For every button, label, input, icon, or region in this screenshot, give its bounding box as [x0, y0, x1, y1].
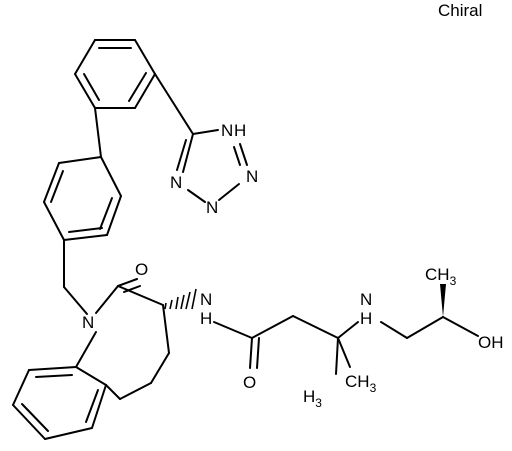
atom-labels: N H N N N O N N H O N H OH CH3 H3 CH3: [82, 121, 504, 410]
bond: [239, 143, 248, 166]
atom-n-lactam: N: [82, 313, 94, 332]
bond: [251, 315, 294, 339]
ch3-left-text: H: [303, 387, 315, 406]
bond: [213, 321, 253, 339]
bond: [335, 337, 339, 375]
bond: [233, 146, 241, 166]
bond: [99, 197, 113, 230]
bond: [105, 384, 121, 400]
chiral-flag: Chiral: [438, 1, 483, 20]
bond: [182, 133, 194, 173]
atom-n-amide: N: [200, 290, 212, 309]
bond: [119, 382, 152, 400]
bond: [117, 285, 164, 306]
bond: [43, 201, 65, 241]
bond: [28, 366, 77, 371]
bond: [442, 316, 479, 337]
bond: [106, 195, 122, 236]
atom-oh: OH: [478, 333, 504, 352]
atom-n-tetrazole-nh: N: [221, 121, 233, 140]
atom-o-amide: O: [243, 373, 256, 392]
stereo-bonds: [164, 284, 446, 317]
bond: [337, 337, 351, 368]
hash-bond: [180, 294, 185, 310]
bond: [63, 234, 108, 241]
ch3-left-subscript: 3: [315, 396, 322, 410]
bond: [12, 404, 46, 440]
bond: [63, 286, 88, 315]
bond: [128, 72, 147, 102]
hash-bond: [175, 296, 179, 310]
bond: [162, 304, 170, 354]
bond: [380, 321, 408, 339]
bond: [75, 331, 97, 368]
bonds: [12, 39, 479, 440]
ch3-right-subscript: 3: [370, 381, 377, 395]
atom-n-tetrazole-4: N: [170, 173, 182, 192]
bond: [192, 129, 219, 135]
bond: [74, 39, 96, 75]
bond: [256, 337, 260, 369]
hash-bond: [169, 299, 173, 310]
bond: [406, 316, 444, 339]
bond: [187, 189, 206, 203]
bond: [58, 156, 102, 164]
bond: [85, 389, 99, 423]
atom-h-tetrazole: H: [234, 121, 246, 140]
bond: [249, 337, 253, 369]
bond: [43, 162, 60, 203]
atom-n-tetrazole-2: N: [246, 167, 258, 186]
bond: [94, 107, 102, 158]
bond: [74, 73, 96, 109]
atom-n-tetrazole-3: N: [206, 198, 218, 217]
atom-o-lactam: O: [135, 260, 148, 279]
bond: [337, 321, 359, 339]
atom-h-amine: H: [360, 309, 372, 328]
wedge-bond: [440, 284, 446, 317]
bond: [83, 73, 100, 101]
bond: [12, 369, 30, 406]
atom-ch3-top: CH3: [425, 265, 457, 288]
atom-h-amide: H: [200, 309, 212, 328]
bond: [117, 278, 138, 287]
bond: [134, 73, 156, 109]
bond: [100, 156, 122, 197]
atom-n-amine: N: [360, 290, 372, 309]
bond: [21, 403, 49, 432]
bond: [154, 73, 194, 135]
atom-ch3-right: CH3: [345, 372, 377, 395]
bond: [35, 374, 73, 378]
bond: [123, 285, 141, 293]
hash-bond: [185, 291, 191, 310]
bond: [292, 315, 339, 339]
bond: [68, 227, 103, 233]
bond: [218, 183, 240, 201]
bond: [134, 39, 156, 75]
bond: [50, 170, 64, 203]
bond: [150, 352, 170, 384]
bond: [75, 366, 107, 386]
ch3-right-text: CH: [345, 372, 370, 391]
bond: [44, 427, 93, 440]
hash-bond: [164, 302, 167, 310]
bond: [91, 384, 107, 429]
ch3-top-text: CH: [425, 265, 450, 284]
bond: [176, 139, 187, 171]
hash-bond: [191, 288, 197, 310]
bond: [95, 285, 119, 314]
atom-ch3-left-h: H3: [303, 387, 322, 410]
ch3-top-subscript: 3: [450, 274, 457, 288]
